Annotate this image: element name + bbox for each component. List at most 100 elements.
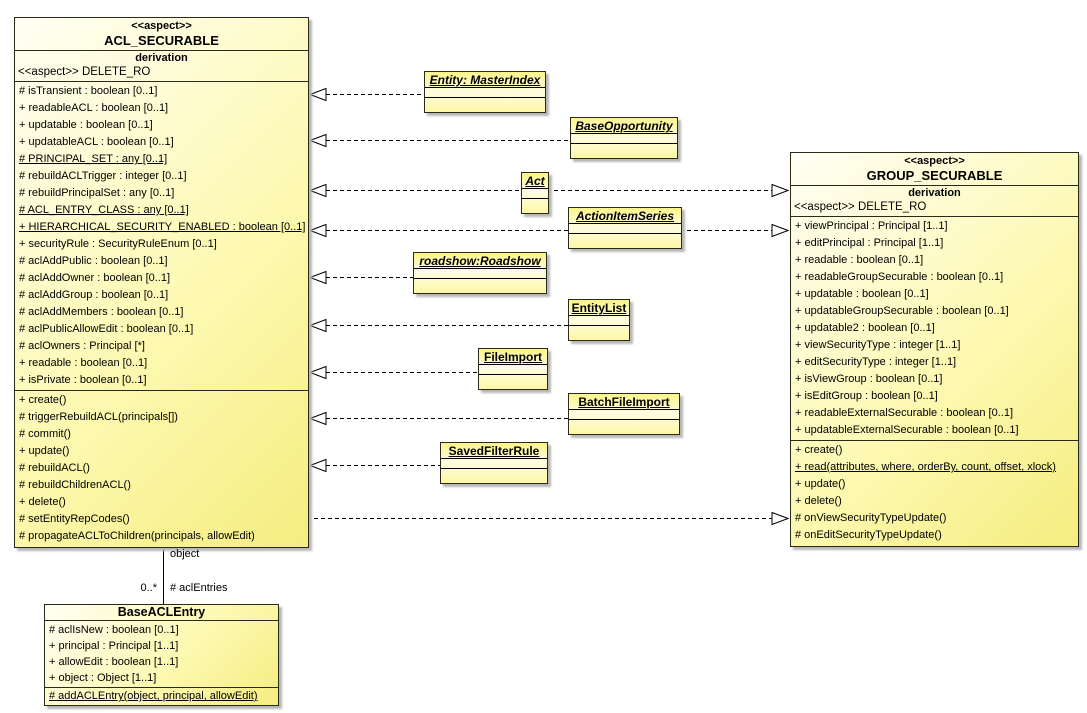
- hollow-triangle-arrow-icon: [308, 87, 327, 102]
- member-row: + updatableGroupSecurable : boolean [0..…: [795, 305, 1009, 317]
- hollow-triangle-arrow-icon: [308, 458, 327, 473]
- member-row: + editSecurityType : integer [1..1]: [795, 356, 957, 368]
- class-entity-masterindex[interactable]: Entity: MasterIndex: [424, 71, 546, 113]
- class-header: <<aspect>> ACL_SECURABLE: [15, 18, 308, 51]
- stereotype-label: <<aspect>>: [131, 20, 192, 32]
- class-baseopportunity[interactable]: BaseOpportunity: [570, 117, 678, 159]
- member-row: + principal : Principal [1..1]: [49, 640, 179, 652]
- attributes-compartment: # aclIsNew : boolean [0..1] + principal :…: [45, 621, 278, 688]
- delete-ro-stereotype: <<aspect>> DELETE_RO: [794, 201, 927, 213]
- member-row: # PRINCIPAL_SET : any [0..1]: [19, 153, 168, 165]
- member-row: # onViewSecurityTypeUpdate(): [795, 512, 947, 524]
- member-row: # isTransient : boolean [0..1]: [19, 85, 158, 97]
- member-row: # aclAddOwner : boolean [0..1]: [19, 272, 171, 284]
- class-group-securable[interactable]: <<aspect>> GROUP_SECURABLE derivation <<…: [790, 152, 1079, 547]
- member-row: # aclAddMembers : boolean [0..1]: [19, 306, 184, 318]
- stereotype-compartment: derivation <<aspect>> DELETE_RO: [15, 51, 308, 82]
- operations-compartment: [425, 98, 545, 112]
- member-row: + viewPrincipal : Principal [1..1]: [795, 220, 948, 232]
- association-multiplicity-label: 0..*: [140, 582, 157, 594]
- member-row: + updatableACL : boolean [0..1]: [19, 136, 174, 148]
- hollow-triangle-arrow-icon: [308, 133, 327, 148]
- member-row: + readableExternalSecurable : boolean [0…: [795, 407, 1014, 419]
- member-row: + updatableExternalSecurable : boolean […: [795, 424, 1019, 436]
- member-row: + updatable : boolean [0..1]: [19, 119, 153, 131]
- member-row: # aclAddPublic : boolean [0..1]: [19, 255, 168, 267]
- delete-ro-stereotype: <<aspect>> DELETE_RO: [18, 66, 151, 78]
- attributes-compartment: [569, 410, 679, 420]
- attributes-compartment: [522, 189, 548, 199]
- derivation-label: derivation: [135, 52, 188, 64]
- class-savedfilterrule[interactable]: SavedFilterRule: [440, 442, 548, 484]
- member-row: + isEditGroup : boolean [0..1]: [795, 390, 938, 402]
- member-row: + delete(): [795, 495, 842, 507]
- attributes-compartment: [479, 365, 547, 375]
- member-row: # aclAddGroup : boolean [0..1]: [19, 289, 169, 301]
- member-row: + delete(): [19, 496, 66, 508]
- member-row: + editPrincipal : Principal [1..1]: [795, 237, 944, 249]
- class-name: roadshow:Roadshow: [414, 253, 546, 269]
- hollow-triangle-arrow-icon: [771, 223, 790, 238]
- member-row: + updatable2 : boolean [0..1]: [795, 322, 935, 334]
- member-row: # rebuildACL(): [19, 462, 90, 474]
- member-row: + readable : boolean [0..1]: [795, 254, 924, 266]
- attributes-compartment: [571, 134, 677, 144]
- class-act[interactable]: Act: [521, 172, 549, 214]
- attributes-compartment: [441, 459, 547, 469]
- class-name: FileImport: [479, 349, 547, 365]
- hollow-triangle-arrow-icon: [308, 318, 327, 333]
- operations-compartment: [569, 420, 679, 434]
- class-name: ActionItemSeries: [569, 208, 681, 224]
- class-name: ACL_SECURABLE: [104, 33, 219, 48]
- member-row: + allowEdit : boolean [1..1]: [49, 656, 179, 668]
- class-acl-securable[interactable]: <<aspect>> ACL_SECURABLE derivation <<as…: [14, 17, 309, 548]
- association-role-label: object: [170, 548, 200, 560]
- member-row: + readableACL : boolean [0..1]: [19, 102, 169, 114]
- stereotype-label: <<aspect>>: [904, 155, 965, 167]
- hollow-triangle-arrow-icon: [771, 511, 790, 526]
- member-row: # triggerRebuildACL(principals[]): [19, 411, 178, 423]
- hollow-triangle-arrow-icon: [308, 270, 327, 285]
- class-entitylist[interactable]: EntityList: [568, 299, 630, 341]
- member-row: + isViewGroup : boolean [0..1]: [795, 373, 943, 385]
- class-fileimport[interactable]: FileImport: [478, 348, 548, 390]
- member-row: + updatable : boolean [0..1]: [795, 288, 929, 300]
- member-row: + create(): [19, 394, 67, 406]
- operations-compartment: + create() # triggerRebuildACL(principals…: [15, 391, 308, 547]
- member-row: # aclPublicAllowEdit : boolean [0..1]: [19, 323, 194, 335]
- operations-compartment: # addACLEntry(object, principal, allowEd…: [45, 688, 278, 705]
- stereotype-compartment: derivation <<aspect>> DELETE_RO: [791, 186, 1078, 217]
- member-row: + readableGroupSecurable : boolean [0..1…: [795, 271, 1004, 283]
- member-row: + object : Object [1..1]: [49, 672, 157, 684]
- class-baseaclentry[interactable]: BaseACLEntry # aclIsNew : boolean [0..1]…: [44, 604, 279, 706]
- attributes-compartment: [569, 316, 629, 326]
- operations-compartment: [571, 144, 677, 158]
- hollow-triangle-arrow-icon: [308, 223, 327, 238]
- derivation-label: derivation: [908, 187, 961, 199]
- class-batchfileimport[interactable]: BatchFileImport: [568, 393, 680, 435]
- member-row: # aclIsNew : boolean [0..1]: [49, 624, 179, 636]
- operations-compartment: [569, 326, 629, 340]
- operations-compartment: [569, 234, 681, 248]
- member-row: + readable : boolean [0..1]: [19, 357, 148, 369]
- member-row: # addACLEntry(object, principal, allowEd…: [49, 690, 258, 702]
- member-row: # rebuildChildrenACL(): [19, 479, 131, 491]
- member-row: # ACL_ENTRY_CLASS : any [0..1]: [19, 204, 189, 216]
- class-actionitemseries[interactable]: ActionItemSeries: [568, 207, 682, 249]
- class-name: Entity: MasterIndex: [425, 72, 545, 88]
- class-name: BaseACLEntry: [117, 605, 206, 619]
- class-name: BatchFileImport: [569, 394, 679, 410]
- association-end-label: # aclEntries: [170, 582, 228, 594]
- member-row: # propagateACLToChildren(principals, all…: [19, 530, 255, 542]
- member-row: + isPrivate : boolean [0..1]: [19, 374, 147, 386]
- class-name: BaseOpportunity: [571, 118, 677, 134]
- member-row: + read(attributes, where, orderBy, count…: [795, 461, 1056, 473]
- class-header: <<aspect>> GROUP_SECURABLE: [791, 153, 1078, 186]
- member-row: # commit(): [19, 428, 71, 440]
- member-row: + update(): [19, 445, 70, 457]
- operations-compartment: [441, 469, 547, 483]
- member-row: # rebuildACLTrigger : integer [0..1]: [19, 170, 187, 182]
- member-row: + HIERARCHICAL_SECURITY_ENABLED : boolea…: [19, 221, 306, 233]
- class-roadshow[interactable]: roadshow:Roadshow: [413, 252, 547, 294]
